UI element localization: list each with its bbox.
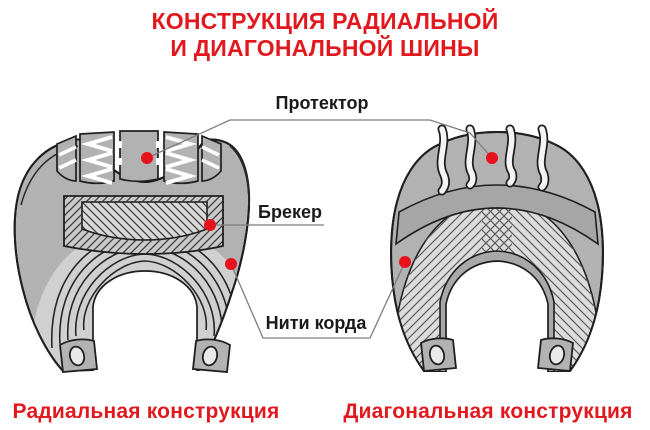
marker-dot-cords-diagonal [399, 256, 411, 268]
diagram-title: КОНСТРУКЦИЯ РАДИАЛЬНОЙ И ДИАГОНАЛЬНОЙ ШИ… [0, 8, 650, 62]
bead-hole [428, 344, 446, 366]
caption-radial-construction: Радиальная конструкция [12, 400, 280, 423]
callout-cords: Нити корда [265, 313, 367, 333]
bead-feet [420, 337, 574, 372]
diagonal-tire-illustration [390, 124, 604, 372]
marker-dots [141, 152, 498, 270]
bead-hole [68, 345, 86, 367]
caption-diagonal-construction: Диагональная конструкция [343, 400, 633, 423]
breaker-belt [63, 195, 224, 255]
callout-line-cords [230, 261, 406, 339]
callout-breaker: Брекер [258, 202, 322, 222]
tire-body-outline [13, 138, 251, 372]
marker-dot-tread-diagonal [486, 152, 498, 164]
callout-lines [146, 119, 493, 339]
callout-tread: Протектор [275, 93, 369, 113]
radial-tire-illustration [13, 130, 251, 373]
tread-notches [115, 141, 163, 165]
tread-grooves [436, 124, 550, 196]
callout-line-tread [146, 119, 493, 159]
title-line-2: И ДИАГОНАЛЬНОЙ ШИНЫ [170, 35, 480, 61]
bead-feet [59, 338, 231, 373]
bead-hole [201, 345, 219, 367]
bead-hole [548, 344, 566, 366]
tread-blocks [56, 130, 222, 185]
marker-dot-cords-radial [225, 258, 237, 270]
inner-liner [92, 270, 198, 371]
tire-body-outline [390, 130, 604, 372]
tread-grooves [58, 135, 220, 185]
marker-dot-tread-radial [141, 152, 153, 164]
marker-dot-breaker [204, 219, 216, 231]
inner-liner [445, 260, 549, 371]
title-line-1: КОНСТРУКЦИЯ РАДИАЛЬНОЙ [151, 8, 499, 34]
